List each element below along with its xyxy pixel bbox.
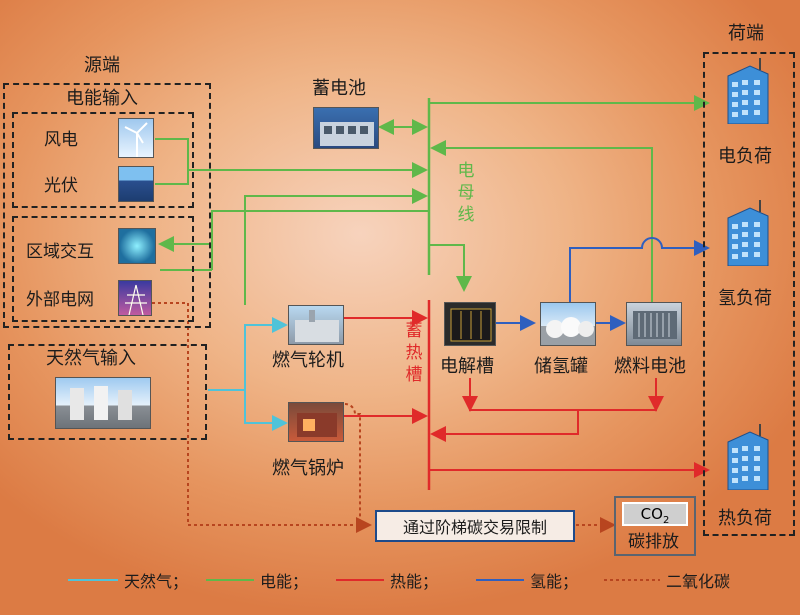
wind-turbine-icon: [118, 118, 154, 158]
wind-label: 风电: [44, 130, 78, 150]
gas-links: [208, 317, 288, 391]
bus-char-3: 线: [457, 205, 475, 225]
battery-label: 蓄电池: [312, 78, 366, 99]
emission-label: 碳排放: [628, 532, 679, 552]
co2-emission-box: [614, 496, 696, 556]
heat-char-3: 槽: [405, 365, 423, 385]
bus-char-2: 母: [457, 183, 475, 203]
hydrogen-tank-icon: [540, 302, 596, 346]
h2-to-load: [569, 237, 710, 302]
co2-subscript: 2: [662, 515, 670, 526]
electrolyzer-icon: [444, 302, 496, 346]
electric-load-building-icon: [720, 58, 776, 125]
solar-panel-icon: [118, 166, 154, 202]
legend-gas: 天然气；: [124, 572, 189, 591]
legend-hydrogen: 氢能；: [530, 572, 579, 591]
electric-input-title: 电能输入: [66, 88, 138, 109]
load-box: [703, 52, 795, 536]
solar-label: 光伏: [44, 176, 78, 196]
hydrogen-load-building-icon: [720, 200, 776, 267]
carbon-trade-box: 通过阶梯碳交易限制: [375, 510, 575, 542]
grid-label: 外部电网: [26, 290, 94, 310]
source-box: [3, 83, 211, 328]
legend: 天然气； 电能； 热能； 氢能； 二氧化碳: [0, 568, 800, 598]
co2-path: [152, 302, 372, 533]
bus-to-grid: [211, 210, 429, 270]
hydrogen-load-label: 氢负荷: [718, 288, 772, 309]
heat-char-2: 热: [405, 343, 423, 363]
electric-load-label: 电负荷: [718, 146, 772, 167]
gas-station-icon: [55, 377, 151, 429]
regional-exchange-icon: [118, 228, 156, 264]
renewable-box: [12, 112, 194, 208]
heat-load-label: 热负荷: [718, 508, 772, 529]
co2-label: CO2: [622, 502, 688, 526]
fuel-cell-label: 燃料电池: [614, 356, 686, 377]
renewable-link: [155, 138, 189, 185]
fuelcell-to-bus: [430, 140, 653, 302]
legend-co2: 二氧化碳: [666, 572, 731, 591]
heat-char-1: 蓄: [405, 321, 423, 341]
gas-boiler-icon: [288, 402, 344, 442]
electric-bus-label: 电 母 线: [456, 160, 476, 226]
grid-box: [12, 216, 194, 322]
heat-tank-label: 蓄 热 槽: [404, 320, 424, 386]
gas-turbine-icon: [288, 305, 344, 345]
battery-icon: [313, 107, 379, 149]
fuel-cell-icon: [626, 302, 682, 346]
electrolyzer-label: 电解槽: [440, 356, 494, 377]
hydrogen-tank-label: 储氢罐: [534, 356, 588, 377]
gas-boiler-label: 燃气锅炉: [272, 458, 344, 479]
legend-electric: 电能；: [260, 572, 309, 591]
bus-to-electrolyzer: [429, 244, 472, 292]
bus-char-1: 电: [457, 161, 475, 181]
legend-heat: 热能；: [390, 572, 439, 591]
source-title: 源端: [84, 55, 120, 76]
gas-turbine-label: 燃气轮机: [272, 350, 344, 371]
load-title: 荷端: [728, 23, 764, 44]
co2-text: CO: [640, 505, 663, 523]
power-grid-icon: [118, 280, 152, 316]
gas-input-title: 天然气输入: [46, 348, 136, 369]
gas-input-box: [8, 344, 207, 440]
turbine-to-bus: [244, 188, 428, 305]
heat-load-building-icon: [720, 424, 776, 491]
regional-label: 区域交互: [26, 242, 94, 262]
